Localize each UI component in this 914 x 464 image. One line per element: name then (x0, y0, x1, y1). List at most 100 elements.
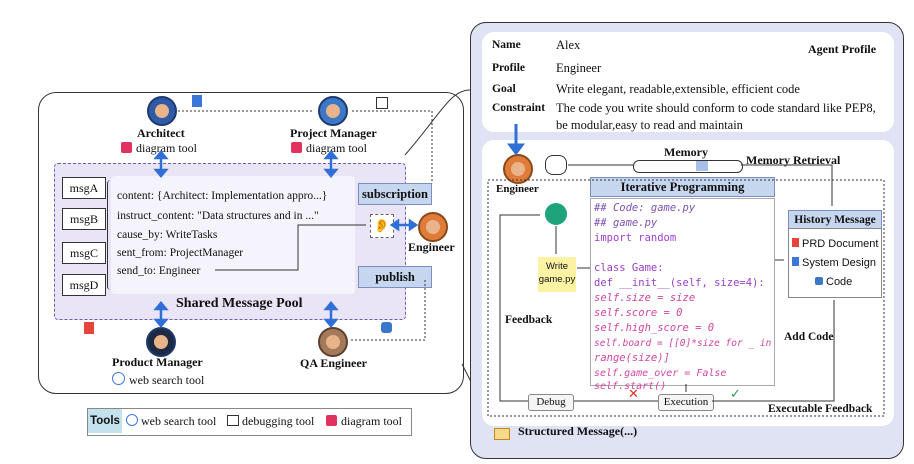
code-line-5: class Game: (594, 262, 664, 274)
product-manager-tool: web search tool (112, 372, 204, 388)
qa-engineer-avatar (318, 327, 348, 357)
diagram-tool-icon (121, 142, 132, 153)
engineer-label-right: Engineer (496, 183, 539, 195)
fail-cross-icon: ✕ (628, 386, 639, 401)
field-instruct-content: instruct_content: "Data structures and i… (117, 210, 319, 222)
envelope-icon (494, 428, 510, 440)
feedback-label: Feedback (505, 314, 553, 326)
code-panel (590, 198, 775, 386)
publish-tag: publish (358, 266, 432, 288)
image-icon (192, 95, 202, 107)
history-box (788, 228, 882, 298)
architect-tool-text: diagram tool (136, 141, 197, 155)
code-line-12: self.game_over = False (594, 368, 727, 379)
legend-web-search-text: web search tool (141, 414, 217, 428)
product-manager-tool-text: web search tool (129, 373, 205, 387)
history-design-text: System Design (802, 257, 876, 269)
code-line-2: ## game.py (594, 217, 658, 229)
memory-label: Memory (664, 145, 708, 159)
document-icon (376, 97, 388, 109)
memory-bar (633, 160, 743, 173)
profile-val-profile: Engineer (556, 61, 602, 75)
write-note: Write game.py (538, 257, 576, 292)
history-code-text: Code (826, 276, 853, 288)
engineer-label-left: Engineer (408, 240, 455, 254)
field-cause-by: cause_by: WriteTasks (117, 229, 218, 241)
project-manager-tool: diagram tool (291, 141, 367, 156)
iterative-programming-header: Iterative Programming (590, 177, 775, 197)
msg-a[interactable]: msgA (62, 177, 106, 199)
metagpt-left-panel (38, 92, 464, 394)
history-item-code: Code (815, 276, 852, 288)
legend-diagram: diagram tool (326, 414, 402, 429)
field-sent-from: sent_from: ProjectManager (117, 247, 244, 259)
agent-profile-card (482, 32, 894, 132)
code-line-1: ## Code: game.py (594, 202, 696, 214)
field-content: content: {Architect: Implementation appr… (117, 190, 328, 202)
execution-box: Execution (658, 394, 714, 411)
subscription-tag: subscription (358, 183, 432, 205)
code-line-13: self.start() (594, 381, 667, 392)
python-icon (381, 322, 392, 333)
memory-highlight (696, 161, 708, 171)
code-line-3: import random (594, 232, 677, 244)
code-window-icon (227, 415, 239, 426)
architect-tool: diagram tool (121, 141, 197, 156)
tools-legend (87, 408, 412, 436)
legend-debugging: debugging tool (227, 414, 314, 429)
code-line-10: self.board = [[0]*size for _ in (594, 338, 772, 349)
engineer-avatar-right (503, 154, 533, 184)
msg-d[interactable]: msgD (62, 274, 106, 296)
project-manager-label: Project Manager (290, 126, 377, 140)
brace (107, 180, 114, 290)
qa-engineer-label: QA Engineer (300, 356, 368, 370)
diagram-tool-icon (291, 142, 302, 153)
code-line-6: def __init__(self, size=4): (594, 277, 765, 289)
executable-feedback-label: Executable Feedback (768, 403, 873, 415)
history-prd-text: PRD Document (802, 238, 879, 250)
engineer-avatar-left (418, 212, 448, 242)
image-icon (792, 257, 799, 266)
product-manager-avatar (146, 327, 176, 357)
msg-b[interactable]: msgB (62, 208, 106, 230)
project-manager-tool-text: diagram tool (306, 141, 367, 155)
code-line-7: self.size = size (594, 292, 696, 304)
memory-retrieval-label: Memory Retrieval (746, 153, 841, 167)
diagram-tool-icon (326, 415, 337, 426)
field-send-to: send_to: Engineer (117, 265, 201, 277)
msg-c[interactable]: msgC (62, 242, 106, 264)
history-item-design: System Design (792, 257, 876, 269)
tools-title: Tools (88, 409, 122, 433)
profile-val-goal: Write elegant, readable,extensible, effi… (556, 82, 800, 96)
pdf-icon (84, 322, 94, 334)
code-line-8: self.score = 0 (594, 307, 683, 319)
pdf-icon (792, 238, 799, 247)
agent-profile-title: Agent Profile (808, 42, 877, 56)
structured-message-label: Structured Message(...) (518, 424, 638, 438)
openai-icon (545, 203, 567, 225)
legend-debugging-text: debugging tool (242, 414, 315, 428)
history-item-prd: PRD Document (792, 238, 878, 250)
profile-val-constraint: The code you write should conform to cod… (556, 101, 876, 115)
project-manager-avatar (318, 96, 348, 126)
code-line-11: range(size)] (594, 352, 670, 364)
profile-key-constraint: Constraint (492, 102, 546, 114)
architect-avatar (147, 96, 177, 126)
profile-key-goal: Goal (492, 83, 516, 95)
add-code-label: Add Code (784, 331, 834, 343)
profile-key-profile: Profile (492, 62, 525, 74)
pool-title: Shared Message Pool (176, 296, 303, 311)
ear-icon: 👂 (370, 214, 394, 238)
architect-label: Architect (137, 126, 185, 140)
code-line-9: self.high_score = 0 (594, 322, 715, 334)
debug-box: Debug (528, 394, 574, 411)
success-check-icon: ✓ (730, 386, 741, 401)
profile-key-name: Name (492, 39, 521, 51)
globe-icon (112, 372, 125, 385)
legend-diagram-text: diagram tool (341, 414, 402, 428)
message-card (111, 176, 355, 294)
globe-icon (126, 414, 138, 426)
python-icon (815, 277, 823, 285)
